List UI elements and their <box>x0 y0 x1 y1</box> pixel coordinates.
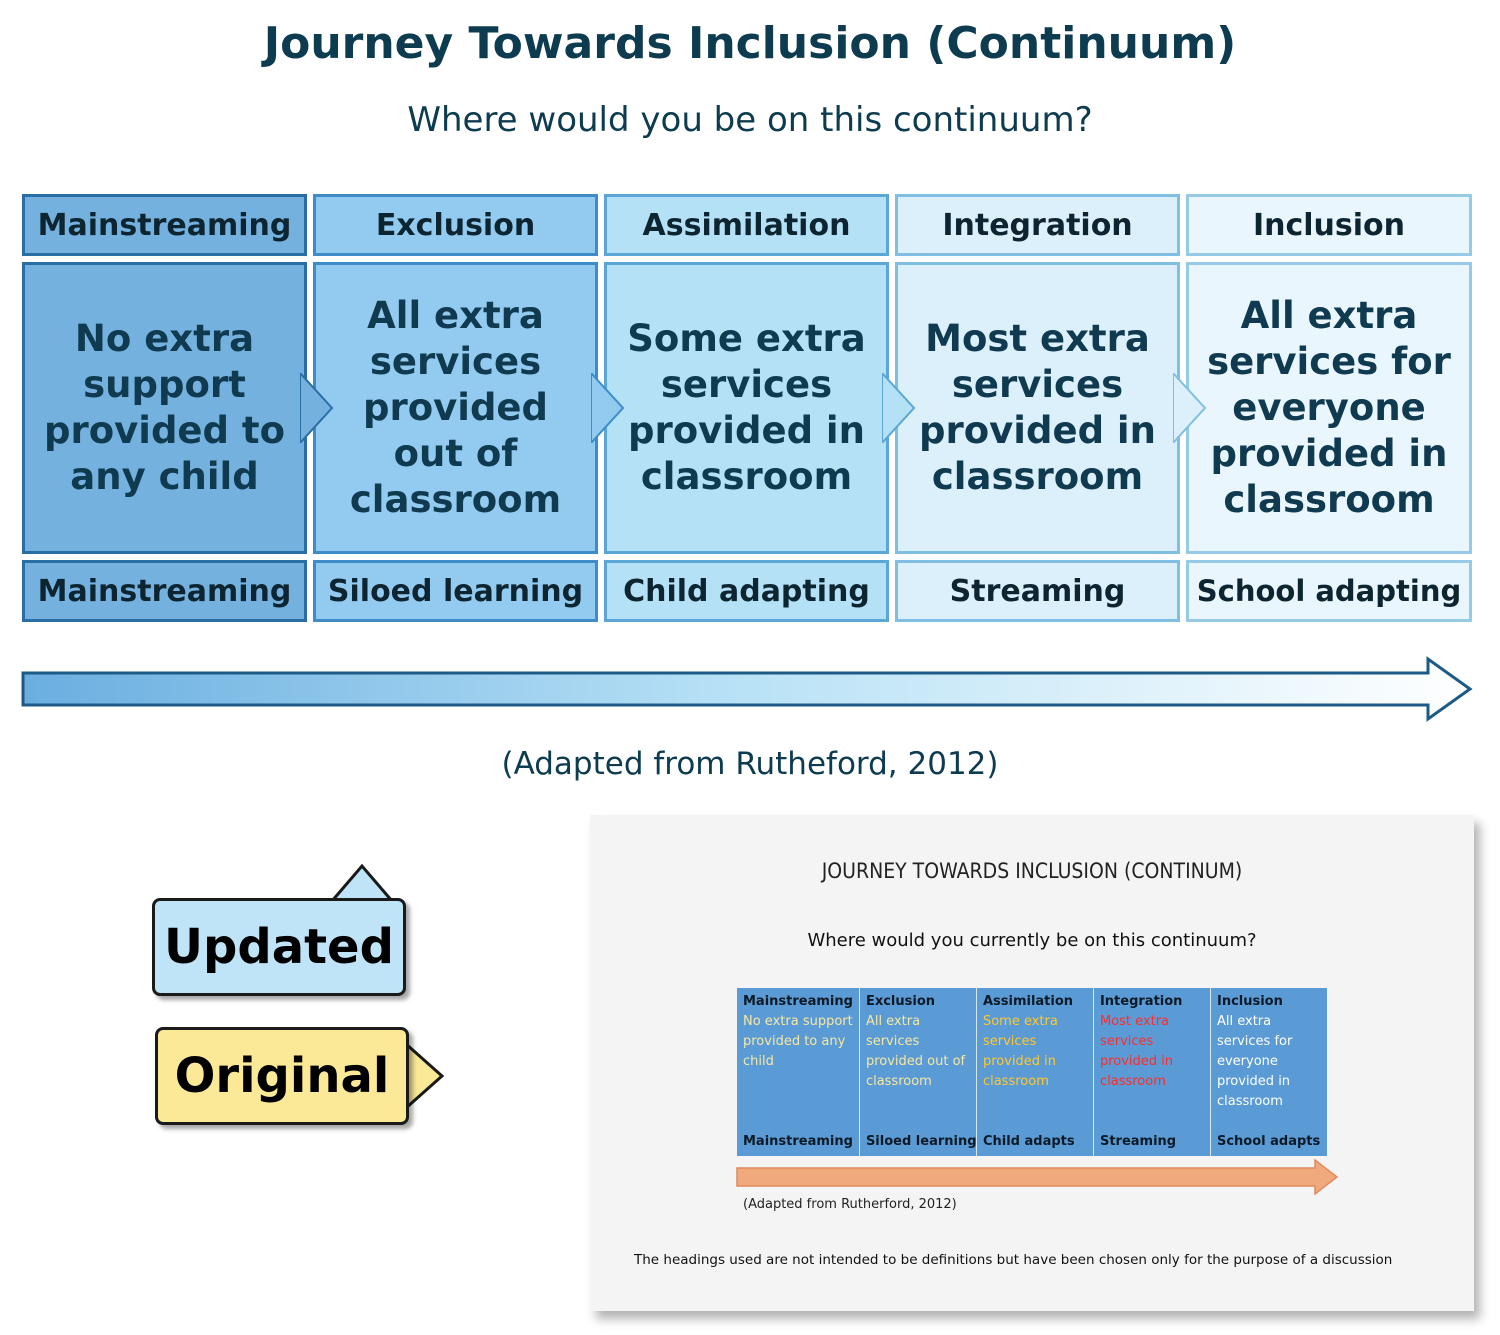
chevron-connector-1 <box>300 373 334 443</box>
original-col-footer: Siloed learning <box>865 1134 977 1149</box>
original-col-heading: Exclusion <box>865 994 935 1009</box>
original-slide-subtitle: Where would you currently be on this con… <box>807 930 1257 951</box>
original-col-heading: Mainstreaming <box>743 994 853 1009</box>
original-col-body: No extra support provided to any child <box>743 1014 853 1069</box>
updated-pointer <box>330 863 394 903</box>
footer-child-adapting: Child adapting <box>604 560 889 622</box>
footer-mainstreaming: Mainstreaming <box>22 560 307 622</box>
body-integration: Most extra services provided in classroo… <box>895 262 1180 554</box>
original-col-body: Some extra services provided in classroo… <box>982 1014 1058 1089</box>
chevron-connector-4 <box>1173 373 1207 443</box>
footer-streaming: Streaming <box>895 560 1180 622</box>
original-col-heading: Assimilation <box>982 994 1074 1009</box>
original-pointer <box>404 1042 445 1110</box>
continuum-arrow <box>21 656 1473 722</box>
page-subtitle: Where would you be on this continuum? <box>407 100 1093 140</box>
original-col-heading: Inclusion <box>1216 994 1283 1009</box>
original-col-body: Most extra services provided in classroo… <box>1099 1014 1174 1089</box>
chevron-connector-3 <box>882 373 916 443</box>
original-slide-title: JOURNEY TOWARDS INCLUSION (CONTINUM) <box>821 859 1243 883</box>
original-slide: JOURNEY TOWARDS INCLUSION (CONTINUM) Whe… <box>590 815 1474 1311</box>
original-col-footer: Child adapts <box>982 1134 1075 1149</box>
original-col-body: All extra services provided out of class… <box>865 1014 966 1089</box>
header-assimilation: Assimilation <box>604 194 889 256</box>
original-col-body: All extra services for everyone provided… <box>1216 1014 1293 1109</box>
body-mainstreaming: No extra support provided to any child <box>22 262 307 554</box>
original-slide-note: The headings used are not intended to be… <box>634 1252 1393 1268</box>
original-slide-table: Mainstreaming No extra support provided … <box>737 988 1327 1156</box>
header-integration: Integration <box>895 194 1180 256</box>
original-slide-credit: (Adapted from Rutherford, 2012) <box>743 1197 957 1212</box>
footer-siloed-learning: Siloed learning <box>313 560 598 622</box>
original-col-exclusion: Exclusion All extra services provided ou… <box>860 988 977 1156</box>
original-col-mainstreaming: Mainstreaming No extra support provided … <box>737 988 860 1156</box>
page-title: Journey Towards Inclusion (Continuum) <box>263 18 1237 69</box>
updated-label: Updated <box>152 898 406 996</box>
original-col-footer: Mainstreaming <box>743 1134 853 1149</box>
original-col-heading: Integration <box>1099 994 1183 1009</box>
header-mainstreaming: Mainstreaming <box>22 194 307 256</box>
chevron-connector-2 <box>591 373 625 443</box>
body-assimilation: Some extra services provided in classroo… <box>604 262 889 554</box>
original-col-footer: Streaming <box>1099 1134 1177 1149</box>
original-col-integration: Integration Most extra services provided… <box>1094 988 1211 1156</box>
original-label: Original <box>155 1027 409 1125</box>
footer-school-adapting: School adapting <box>1186 560 1472 622</box>
header-exclusion: Exclusion <box>313 194 598 256</box>
original-col-footer: School adapts <box>1216 1134 1321 1149</box>
header-inclusion: Inclusion <box>1186 194 1472 256</box>
original-slide-arrow <box>736 1158 1339 1196</box>
body-exclusion: All extra services provided out of class… <box>313 262 598 554</box>
credit-text: (Adapted from Rutheford, 2012) <box>501 746 999 782</box>
original-col-inclusion: Inclusion All extra services for everyon… <box>1211 988 1327 1156</box>
original-col-assimilation: Assimilation Some extra services provide… <box>977 988 1094 1156</box>
body-inclusion: All extra services for everyone provided… <box>1186 262 1472 554</box>
